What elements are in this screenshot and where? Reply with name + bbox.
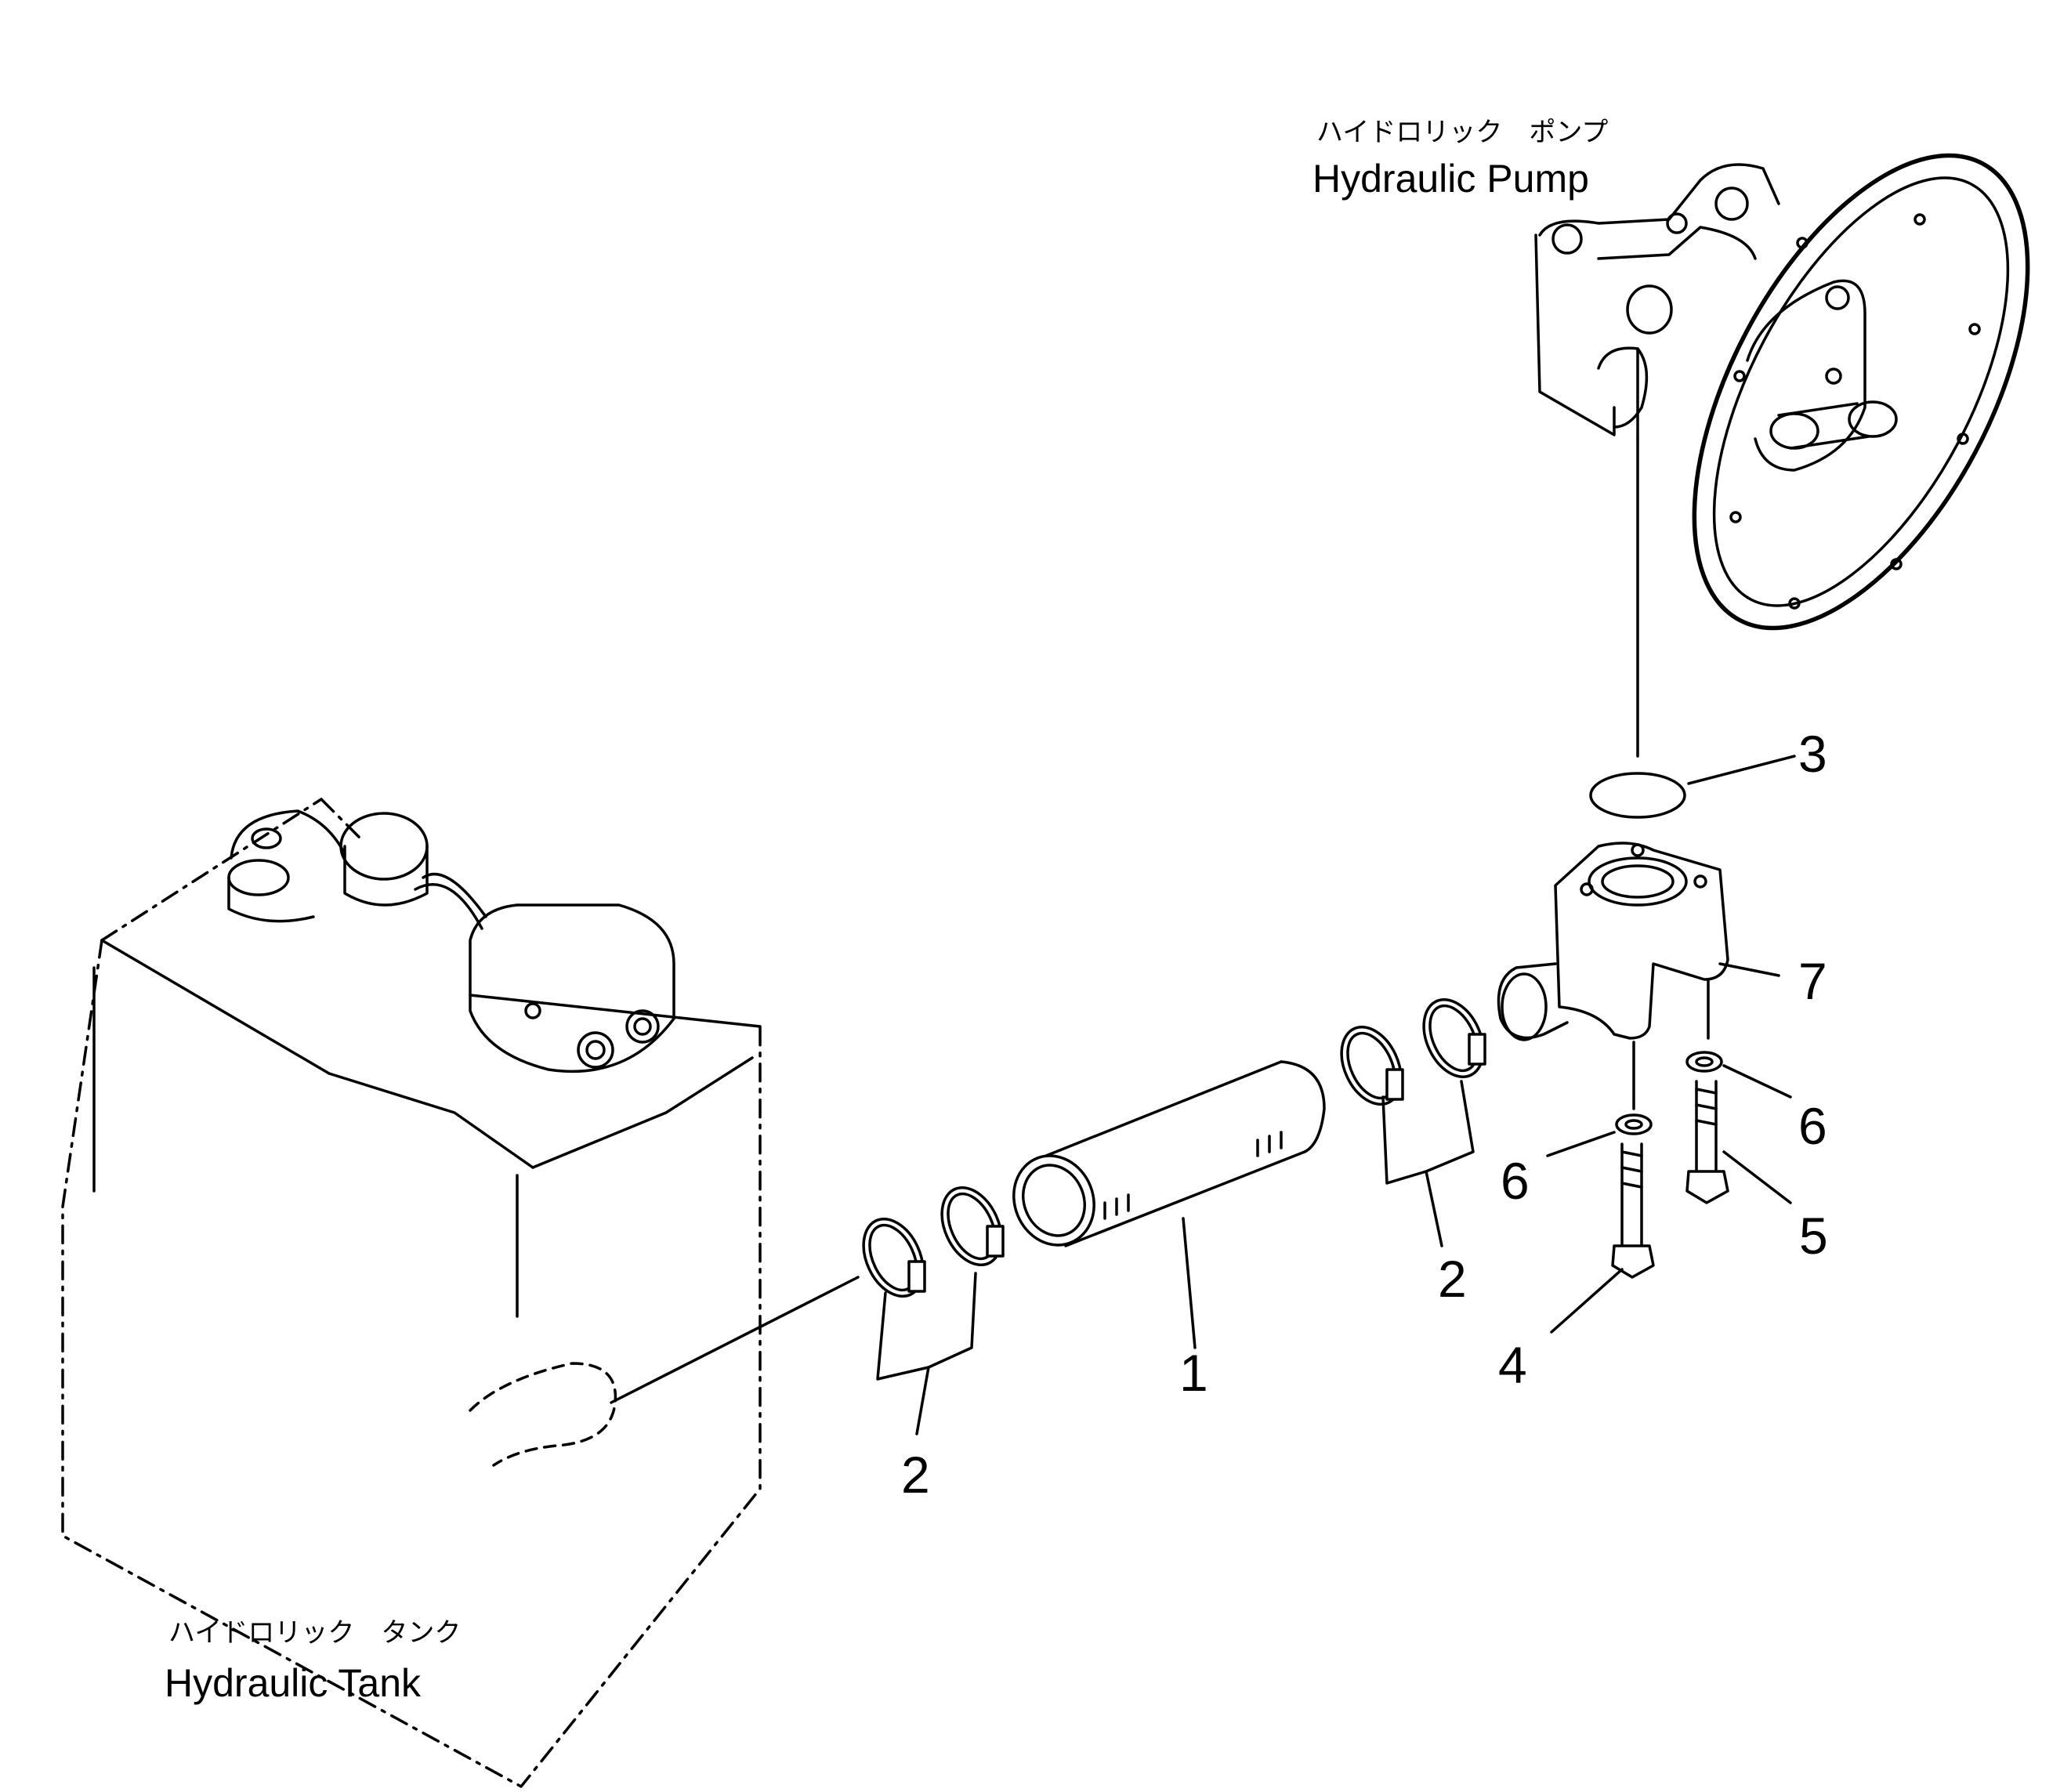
callout-6-right: 6 [1798,1097,1827,1155]
callout-4: 4 [1498,1336,1527,1394]
part-2-clamps-left [862,1186,1005,1435]
callout-2-right: 2 [1438,1250,1467,1308]
callout-5: 5 [1799,1207,1828,1265]
callout-6-left: 6 [1501,1152,1530,1210]
part-4-bolt [1550,1142,1655,1334]
tank-label-en: Hydraulic Tank [165,1661,422,1705]
part-5-bolt [1685,1080,1792,1204]
pump-label-jp: ハイドロリック ポンプ [1316,117,1608,148]
pump-mounting-flange [1692,153,2030,631]
part-2-clamps-right [1340,997,1486,1247]
pump-label-en: Hydraulic Pump [1312,157,1589,201]
tank-label-jp: ハイドロリック タンク [168,1617,461,1649]
part-1-hose [1012,1060,1326,1349]
hydraulic-tank [61,798,860,1788]
hydraulic-pump [1534,153,2030,758]
part-7-elbow [1497,842,1780,1041]
tank-filler-cap [227,809,429,923]
part-6-washer-a [1546,1041,1653,1157]
callout-3: 3 [1798,725,1827,783]
part-6-washer-b [1685,978,1792,1099]
callout-7: 7 [1798,952,1827,1010]
callout-2-left: 2 [901,1446,930,1504]
callout-1: 1 [1179,1344,1208,1402]
part-3-o-ring [1589,755,1796,819]
pump-shaft [1746,279,1898,472]
tank-valve-head [414,872,675,1073]
